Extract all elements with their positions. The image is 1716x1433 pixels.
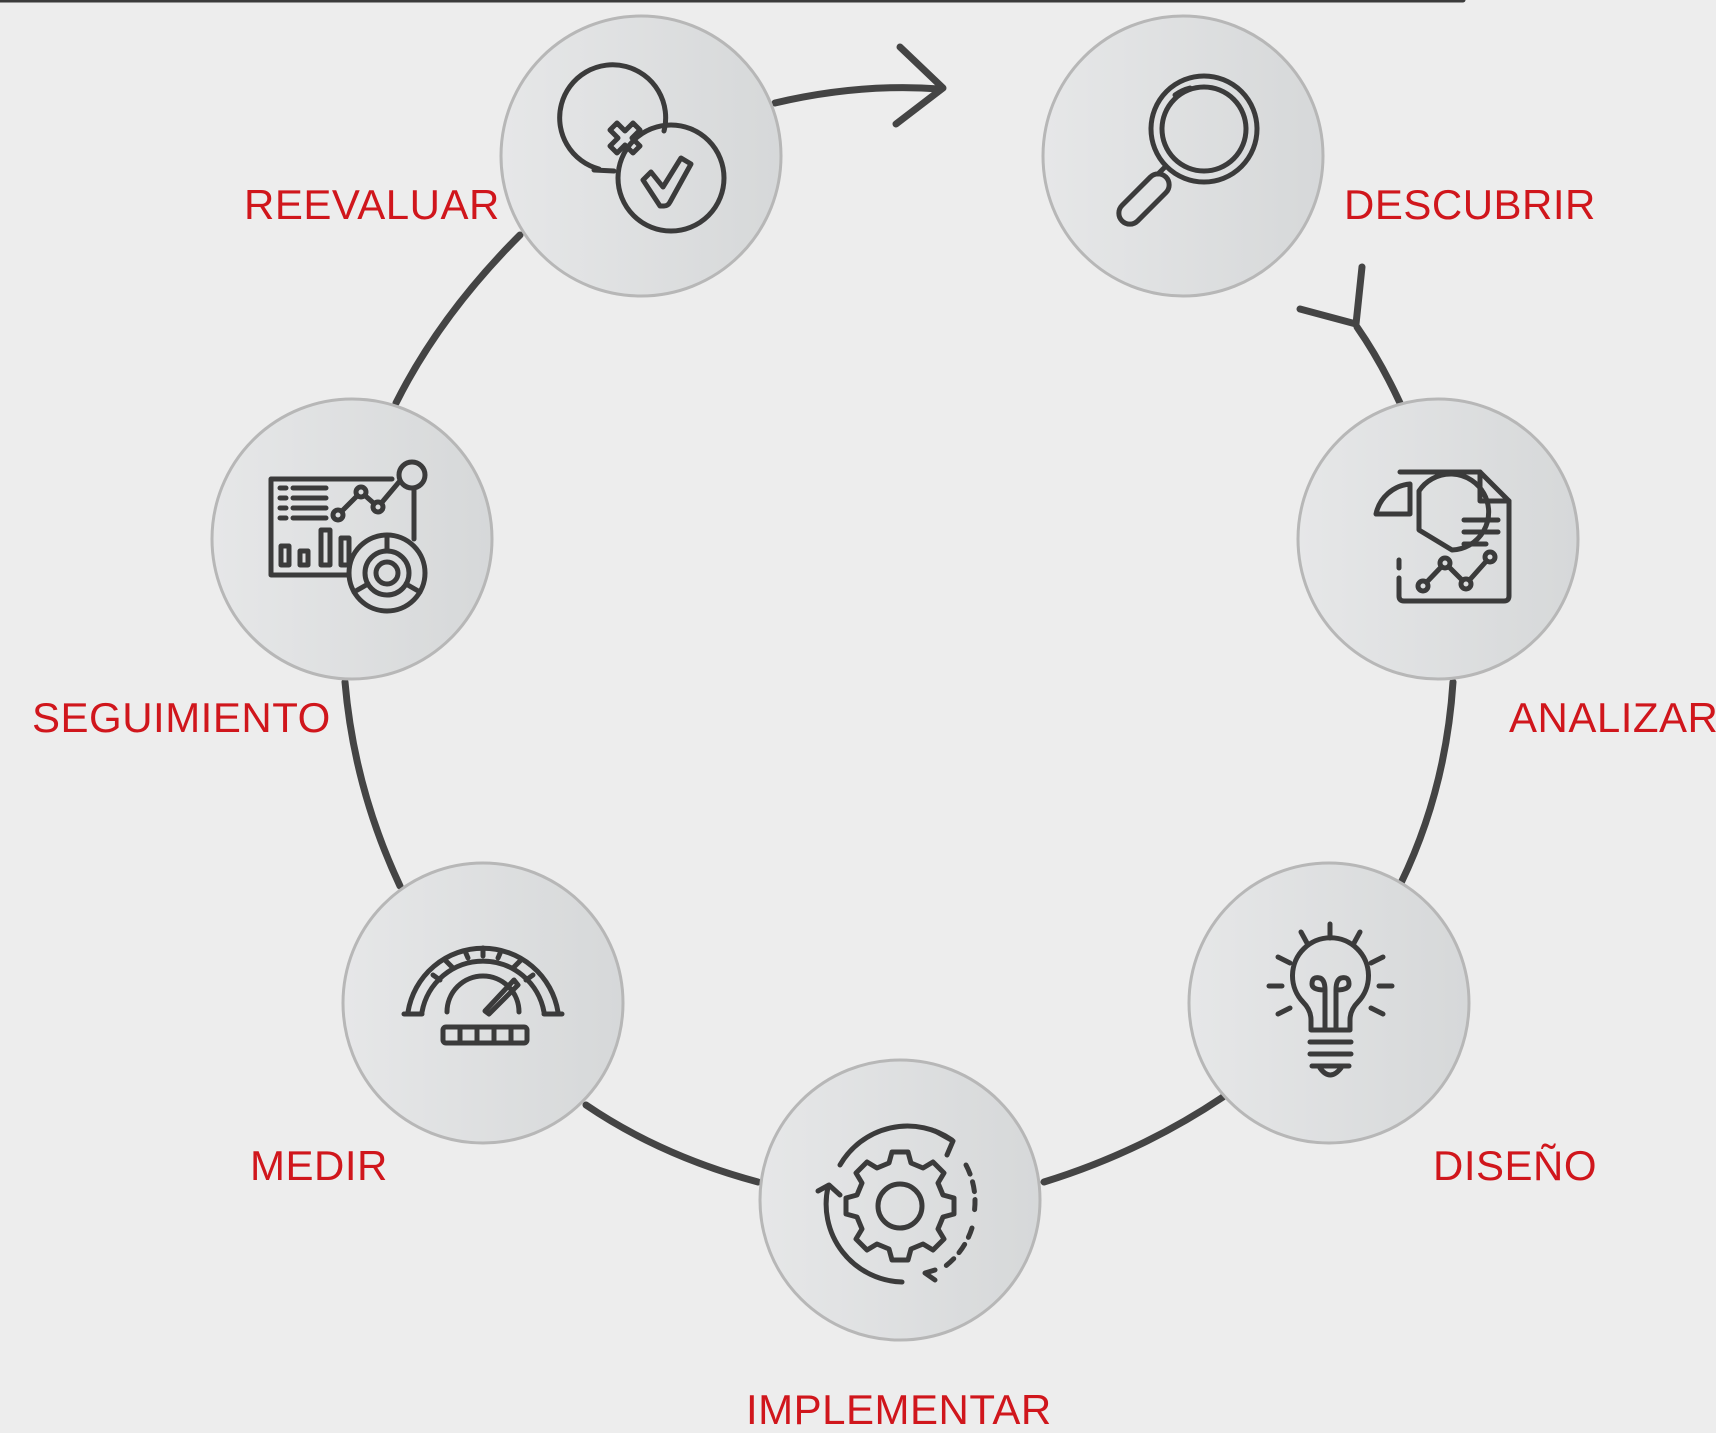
arrow-right-icon bbox=[892, 43, 947, 128]
ring-segment bbox=[1040, 1093, 1227, 1186]
node-descubrir bbox=[1041, 14, 1325, 298]
report-chart-icon bbox=[0, 0, 1512, 604]
arrow-down-icon bbox=[1296, 263, 1366, 328]
node-reevaluar bbox=[499, 14, 783, 298]
node-medir bbox=[341, 861, 625, 1145]
node-diseno bbox=[1187, 861, 1471, 1145]
dashboard-icon bbox=[268, 459, 428, 614]
cross-check-icon bbox=[557, 62, 727, 234]
ring-segment bbox=[392, 231, 524, 407]
ring-segment bbox=[341, 678, 404, 890]
nodes bbox=[210, 14, 1580, 1342]
ring-segment bbox=[771, 84, 944, 107]
step-label-analizar: ANALIZAR bbox=[1509, 694, 1716, 741]
cycle-ring bbox=[341, 84, 1457, 1186]
step-label-seguimiento: SEGUIMIENTO bbox=[32, 694, 331, 741]
ring-segment bbox=[1353, 323, 1404, 407]
speedometer-icon bbox=[401, 945, 565, 1046]
step-label-diseno: DISEÑO bbox=[1433, 1142, 1598, 1189]
step-label-medir: MEDIR bbox=[250, 1142, 388, 1189]
node-implementar bbox=[758, 1058, 1042, 1342]
magnifier-icon bbox=[1116, 73, 1260, 227]
step-label-reevaluar: REEVALUAR bbox=[244, 181, 500, 228]
ring-segment bbox=[1397, 678, 1457, 887]
gear-cycle-icon bbox=[815, 1123, 978, 1285]
step-label-descubrir: DESCUBRIR bbox=[1344, 181, 1596, 228]
arrowheads bbox=[892, 43, 1366, 328]
ring-segment bbox=[582, 1101, 762, 1186]
lightbulb-icon bbox=[1266, 921, 1395, 1078]
step-label-implementar: IMPLEMENTAR bbox=[746, 1386, 1052, 1433]
node-seguimiento bbox=[210, 397, 494, 681]
